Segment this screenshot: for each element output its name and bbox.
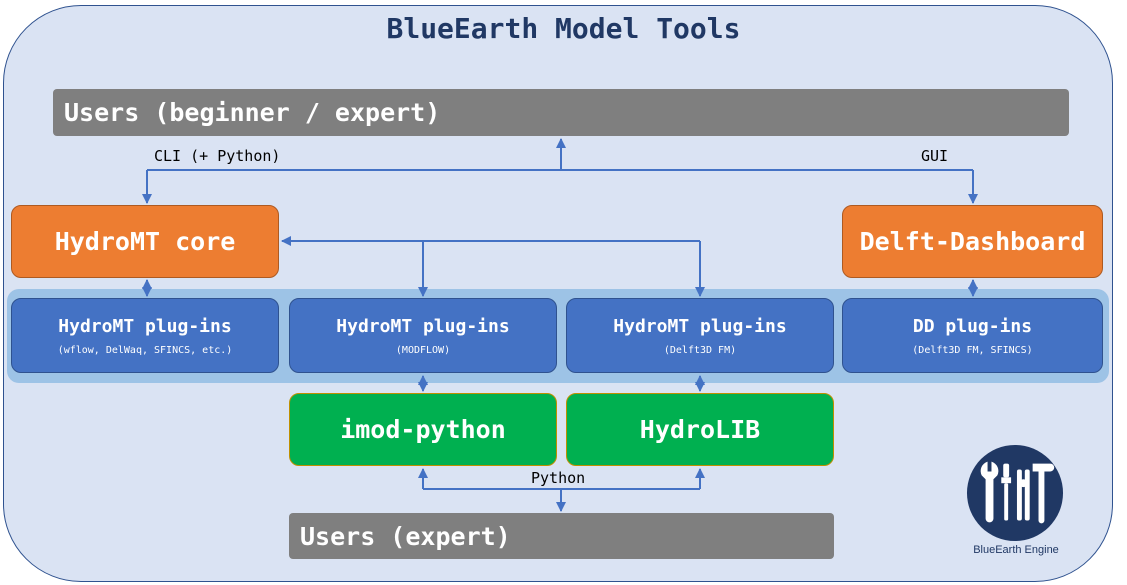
delft-dashboard-label: Delft-Dashboard — [859, 227, 1086, 256]
plugin-title: DD plug-ins — [912, 315, 1033, 337]
plugin-box-wflow: HydroMT plug-ins (wflow, DelWaq, SFINCS,… — [11, 298, 279, 373]
plugin-subtitle: (wflow, DelWaq, SFINCS, etc.) — [57, 344, 233, 356]
plugin-box-dd: DD plug-ins (Delft3D FM, SFINCS) — [842, 298, 1103, 373]
imod-python-box: imod-python — [289, 393, 557, 466]
logo-caption: BlueEarth Engine — [973, 544, 1059, 556]
hydrolib-box: HydroLIB — [566, 393, 834, 466]
imod-python-label: imod-python — [340, 415, 506, 444]
plugin-title: HydroMT plug-ins — [613, 315, 787, 337]
python-label: Python — [531, 469, 586, 487]
blueearth-engine-logo — [966, 444, 1064, 542]
plugin-box-delft3d: HydroMT plug-ins (Delft3D FM) — [566, 298, 834, 373]
gui-label: GUI — [921, 147, 949, 165]
users-bottom-box: Users (expert) — [289, 513, 834, 559]
plugin-subtitle: (MODFLOW) — [395, 344, 451, 356]
hydromt-core-box: HydroMT core — [11, 205, 279, 278]
plugin-subtitle: (Delft3D FM) — [663, 344, 737, 356]
plugin-box-modflow: HydroMT plug-ins (MODFLOW) — [289, 298, 557, 373]
users-bottom-label: Users (expert) — [300, 521, 511, 551]
users-top-label: Users (beginner / expert) — [64, 98, 441, 127]
delft-dashboard-box: Delft-Dashboard — [842, 205, 1103, 278]
diagram-title: BlueEarth Model Tools — [386, 12, 741, 45]
plugin-title: HydroMT plug-ins — [58, 315, 232, 337]
plugin-title: HydroMT plug-ins — [336, 315, 510, 337]
cli-label: CLI (+ Python) — [154, 147, 281, 165]
hydromt-core-label: HydroMT core — [54, 227, 236, 256]
plugin-subtitle: (Delft3D FM, SFINCS) — [912, 344, 1033, 356]
hydrolib-label: HydroLIB — [639, 415, 761, 444]
users-top-box: Users (beginner / expert) — [53, 89, 1069, 136]
